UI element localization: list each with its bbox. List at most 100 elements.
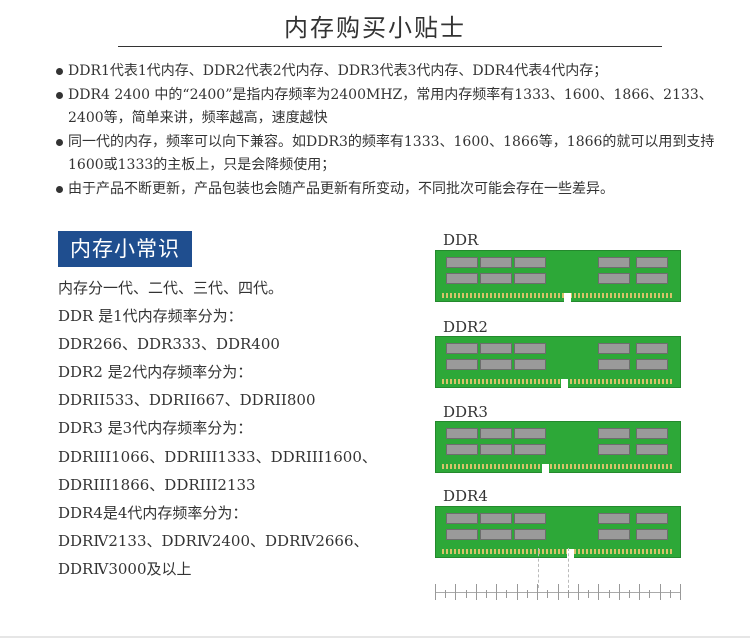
ruler-tick [476,584,477,600]
memory-chip [636,444,668,455]
memory-chip [598,257,630,268]
ruler-tick [537,584,538,600]
knowledge-line: DDRⅣ3000及以上 [58,559,192,578]
memory-chip [446,359,478,370]
memory-chip [514,513,546,524]
tip-text: DDR1代表1代内存、DDR2代表2代内存、DDR3代表3代内存、DDR4代表4… [68,63,608,79]
memory-chip [514,529,546,540]
gold-contacts [442,549,674,554]
memory-chip [598,273,630,284]
measurement-ruler [435,582,681,602]
bullet-icon [56,186,63,193]
tip-text: DDR4 2400 中的“2400”是指内存频率为2400MHZ，常用内存频率有… [68,87,713,126]
ram-module-ddr2 [435,336,681,388]
memory-chip [514,273,546,284]
memory-chip [480,529,512,540]
key-notch [564,293,571,302]
ruler-guide-line [568,548,569,588]
memory-chip [480,359,512,370]
ruler-tick [486,590,487,598]
ruler-tick [670,590,671,598]
module-label-ddr: DDR [443,231,479,249]
ruler-tick [506,590,507,598]
ruler-tick [547,590,548,598]
memory-chip [480,273,512,284]
section-heading-badge: 内存小常识 [58,231,192,267]
gold-contacts [442,464,674,469]
knowledge-list: 内存分一代、二代、三代、四代。 DDR 是1代内存频率分为： DDR266、DD… [58,274,418,583]
page-title: 内存购买小贴士 [284,14,466,42]
knowledge-line: DDR3 是3代内存频率分为： [58,419,253,438]
ruler-tick [680,584,681,600]
memory-chip [636,257,668,268]
key-notch [542,464,549,473]
bullet-icon [56,92,63,99]
ram-module-ddr4 [435,506,681,558]
memory-chip [446,513,478,524]
memory-chip [514,359,546,370]
tip-text: 由于产品不断更新，产品包装也会随产品更新有所变动，不同批次可能会存在一些差异。 [68,181,614,197]
tip-text: 同一代的内存，频率可以向下兼容。如DDR3的频率有1333、1600、1866等… [68,134,715,173]
memory-chip [598,428,630,439]
tips-list: DDR1代表1代内存、DDR2代表2代内存、DDR3代表3代内存、DDR4代表4… [56,60,716,202]
memory-chip [636,343,668,354]
tip-item: 由于产品不断更新，产品包装也会随产品更新有所变动，不同批次可能会存在一些差异。 [56,178,716,201]
title-divider [118,46,662,47]
tip-item: DDR4 2400 中的“2400”是指内存频率为2400MHZ，常用内存频率有… [56,84,716,130]
memory-chip [636,273,668,284]
module-label-ddr2: DDR2 [443,318,488,336]
key-notch [561,379,568,388]
bullet-icon [56,68,63,75]
ruler-tick [435,584,436,600]
memory-chip [446,529,478,540]
knowledge-line: DDRIII1066、DDRIII1333、DDRIII1600、 [58,447,377,466]
knowledge-line: DDR4是4代内存频率分为： [58,503,248,522]
ruler-tick [660,584,661,600]
module-label-ddr3: DDR3 [443,403,488,421]
ram-module-ddr [435,250,681,302]
bullet-icon [56,139,63,146]
ruler-tick [455,584,456,600]
ruler-tick [466,590,467,598]
memory-chip [446,257,478,268]
memory-chip [480,428,512,439]
memory-chip [598,343,630,354]
memory-chip [446,444,478,455]
ruler-tick [527,590,528,598]
memory-chip [446,428,478,439]
memory-chip [480,257,512,268]
ruler-tick [578,584,579,600]
ruler-tick [496,584,497,600]
knowledge-line: DDR2 是2代内存频率分为： [58,363,253,382]
knowledge-line: DDR266、DDR333、DDR400 [58,335,280,354]
ruler-tick [629,590,630,598]
ruler-tick [649,590,650,598]
ruler-tick [517,584,518,600]
ram-modules-diagram: DDR DDR2 DDR3 DDR4 [430,230,690,610]
ruler-tick [558,584,559,600]
ruler-guide-line [538,548,539,588]
knowledge-line: DDRIII1866、DDRIII2133 [58,475,256,494]
ruler-tick [598,584,599,600]
knowledge-line: 内存分一代、二代、三代、四代。 [58,279,284,297]
ruler-tick [639,584,640,600]
memory-chip [480,444,512,455]
memory-chip [598,444,630,455]
memory-chip [446,273,478,284]
memory-chip [636,359,668,370]
memory-chip [514,444,546,455]
ruler-tick [588,590,589,598]
memory-chip [480,343,512,354]
module-label-ddr4: DDR4 [443,487,488,505]
memory-chip [636,428,668,439]
memory-chip [598,359,630,370]
memory-chip [636,513,668,524]
memory-chip [514,343,546,354]
ruler-tick [619,584,620,600]
memory-chip [480,513,512,524]
knowledge-line: DDR 是1代内存频率分为： [58,307,243,326]
gold-contacts [442,293,674,298]
ruler-tick [609,590,610,598]
memory-chip [598,529,630,540]
memory-chip [636,529,668,540]
